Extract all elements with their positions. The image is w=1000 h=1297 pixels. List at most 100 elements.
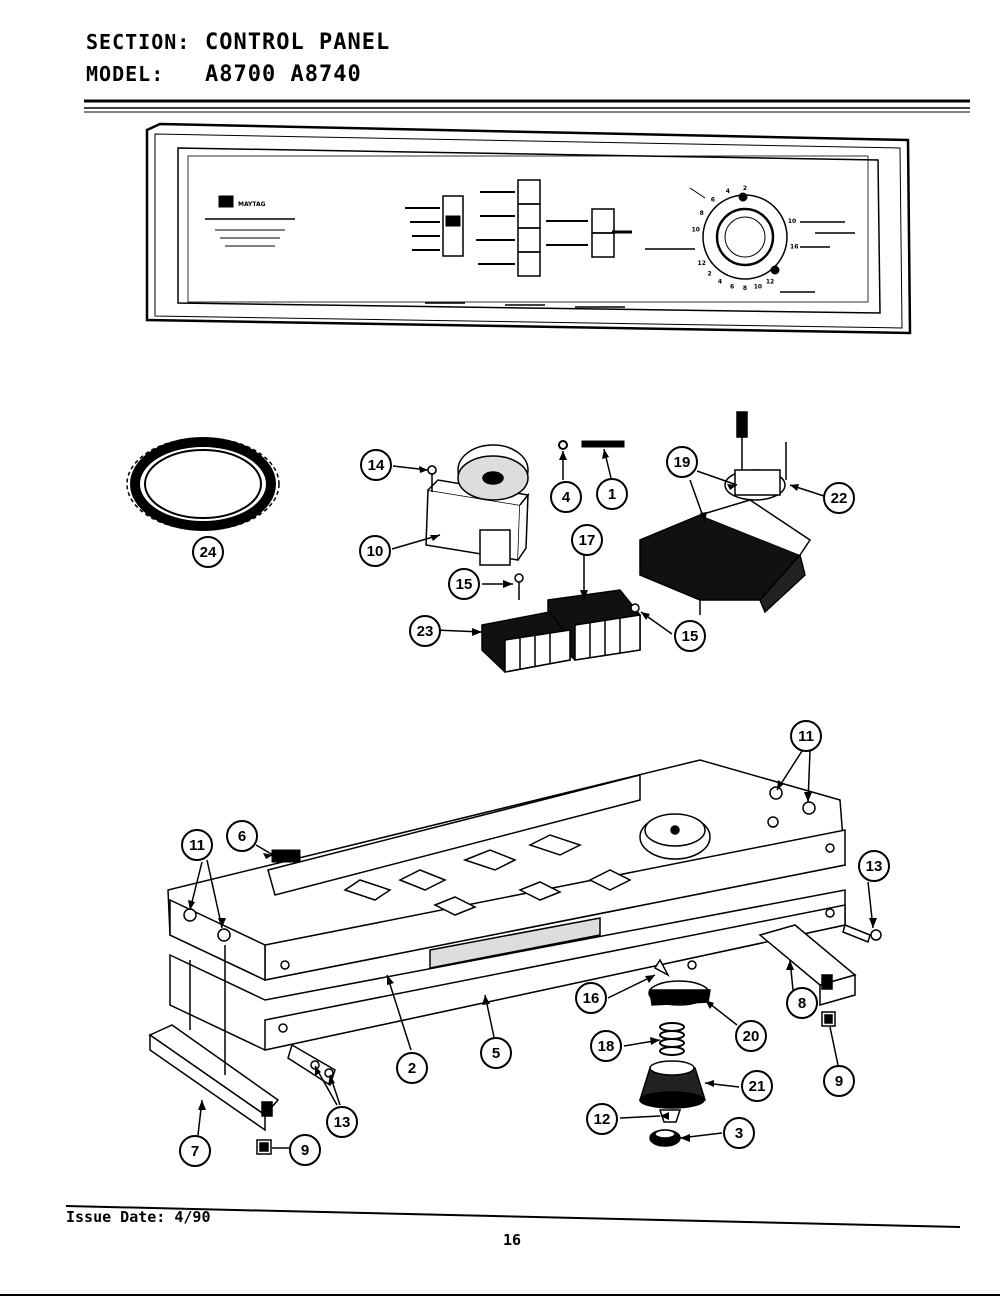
- callout-circle: [396, 1052, 428, 1084]
- callout-c20: 20: [735, 1020, 767, 1052]
- callout-circle: [360, 449, 392, 481]
- callout-circle: [735, 1020, 767, 1052]
- callout-circle: [480, 1037, 512, 1069]
- callout-circle: [571, 524, 603, 556]
- timer-number: 10: [692, 226, 700, 233]
- callout-c13b: 13: [858, 850, 890, 882]
- callout-circle: [359, 535, 391, 567]
- part-1-rod: [581, 440, 625, 448]
- callout-c13a: 13: [326, 1106, 358, 1138]
- callout-label: 3: [735, 1125, 743, 1142]
- part-19-timer-switch: [639, 411, 812, 615]
- callout-label: 20: [743, 1028, 760, 1045]
- section-label: SECTION:: [86, 30, 191, 54]
- callout-c2: 2: [396, 1052, 428, 1084]
- page-number: 16: [503, 1231, 522, 1249]
- timer-number: 6: [730, 283, 734, 290]
- callout-circle: [409, 615, 441, 647]
- timer-number: 10: [754, 283, 762, 290]
- callout-circle: [575, 982, 607, 1014]
- issue-date: Issue Date: 4/90: [66, 1208, 211, 1226]
- callout-c10: 10: [359, 535, 391, 567]
- callout-circle: [858, 850, 890, 882]
- footer-rules: [0, 1205, 1000, 1296]
- callout-label: 4: [562, 489, 571, 506]
- callout-label: 12: [594, 1111, 611, 1128]
- callout-label: 21: [749, 1078, 766, 1095]
- callout-label: 8: [798, 995, 806, 1012]
- callout-label: 24: [200, 544, 217, 561]
- part-21-knob: [638, 1060, 707, 1109]
- callout-circle: [786, 987, 818, 1019]
- callout-label: 17: [579, 532, 596, 549]
- part-callouts: 1234567899101111121313141515161718192021…: [179, 446, 890, 1167]
- part-24-ring-gasket: [126, 437, 280, 531]
- part-20-cam: [648, 960, 711, 1006]
- timer-number: 4: [718, 278, 722, 285]
- callout-c11b: 11: [790, 720, 822, 752]
- callout-label: 14: [368, 457, 385, 474]
- callout-c24: 24: [192, 536, 224, 568]
- callout-c19: 19: [666, 446, 698, 478]
- callout-c8: 8: [786, 987, 818, 1019]
- callout-circle: [741, 1070, 773, 1102]
- callout-circle: [790, 720, 822, 752]
- callout-c7: 7: [179, 1135, 211, 1167]
- part-15-screws: [514, 573, 640, 613]
- callout-circle: [823, 482, 855, 514]
- callout-c11a: 11: [181, 829, 213, 861]
- part-4-clip: [558, 440, 568, 450]
- callout-label: 23: [417, 623, 434, 640]
- callout-circle: [823, 1065, 855, 1097]
- callout-circle: [192, 536, 224, 568]
- part-7-bracket: [148, 945, 280, 1132]
- part-3-knob-insert: [649, 1129, 681, 1147]
- callout-label: 22: [831, 490, 848, 507]
- callout-circle: [179, 1135, 211, 1167]
- part-14-screw: [427, 465, 437, 475]
- timer-number: 8: [700, 210, 704, 217]
- callout-circle: [226, 820, 258, 852]
- timer-number: 2: [743, 185, 747, 192]
- svg-text:MAYTAG: MAYTAG: [238, 201, 266, 208]
- callout-circle: [550, 481, 582, 513]
- part-6-clip: [271, 849, 301, 863]
- callout-label: 10: [367, 543, 384, 560]
- callout-label: 19: [674, 454, 691, 471]
- header-rules: [84, 99, 970, 113]
- callout-label: 11: [189, 837, 205, 854]
- callout-c14: 14: [360, 449, 392, 481]
- callout-label: 5: [492, 1045, 500, 1062]
- part-10-timer-motor: [425, 444, 530, 566]
- timer-number: 10: [788, 218, 796, 225]
- callout-label: 2: [408, 1060, 416, 1077]
- callout-circle: [326, 1106, 358, 1138]
- callout-circle: [181, 829, 213, 861]
- timer-number: 16: [790, 244, 798, 251]
- callout-c9b: 9: [823, 1065, 855, 1097]
- callout-label: 18: [598, 1038, 615, 1055]
- callout-circle: [289, 1134, 321, 1166]
- callout-label: 7: [191, 1143, 199, 1160]
- callout-circle: [448, 568, 480, 600]
- timer-number: 8: [743, 285, 747, 292]
- callout-label: 15: [456, 576, 473, 593]
- part-12-clip: [658, 1109, 682, 1123]
- timer-number: 12: [766, 278, 774, 285]
- callout-c18: 18: [590, 1030, 622, 1062]
- callout-label: 11: [798, 728, 814, 745]
- callout-circle: [596, 478, 628, 510]
- timer-number: 12: [698, 260, 706, 267]
- part-8-bracket: [758, 924, 857, 1006]
- model-value: A8700 A8740: [205, 62, 362, 87]
- arrowheads: [188, 449, 877, 1142]
- control-panel-front: MAYTAG: [145, 122, 912, 335]
- callout-label: 15: [682, 628, 699, 645]
- callout-label: 1: [608, 486, 616, 503]
- callout-c4: 4: [550, 481, 582, 513]
- callout-label: 6: [238, 828, 246, 845]
- timer-number: 4: [726, 188, 730, 195]
